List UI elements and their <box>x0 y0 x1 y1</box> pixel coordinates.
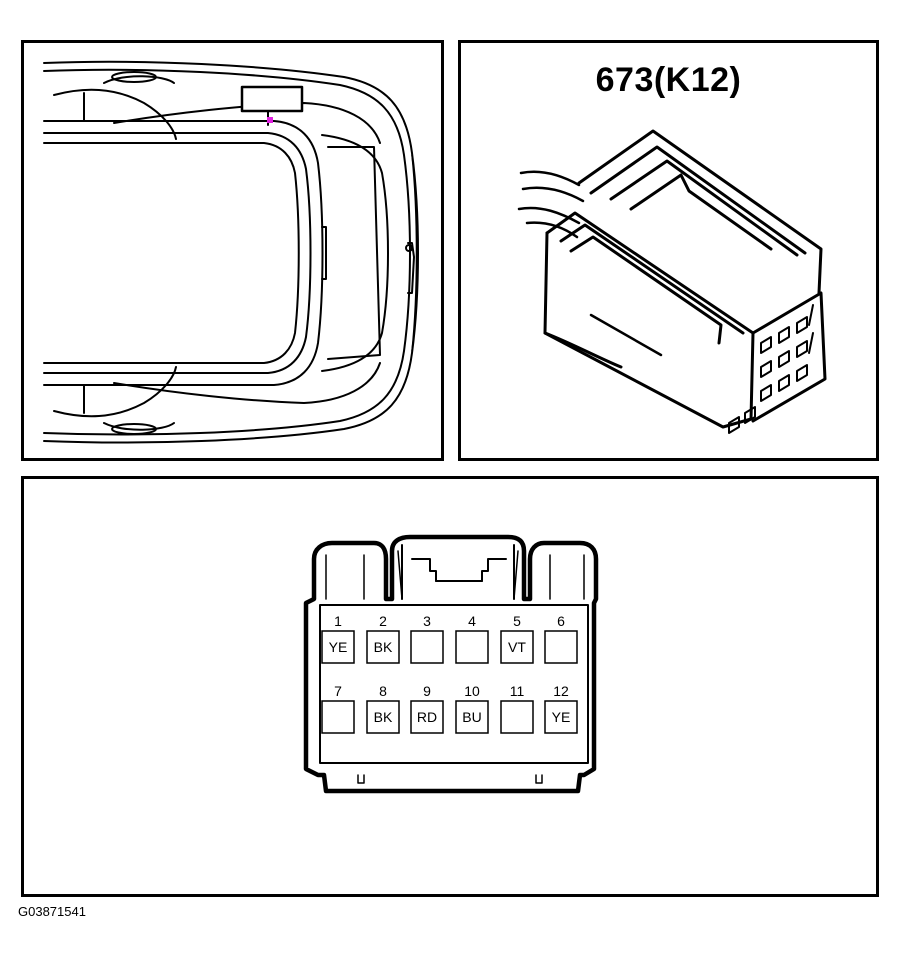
pin-cavity-7 <box>321 700 355 734</box>
pin-cavity-5 <box>500 630 534 664</box>
pin-cavity-4 <box>455 630 489 664</box>
pin-color-code-1: YE <box>329 639 348 655</box>
pin-cavity-8 <box>366 700 400 734</box>
pin-color-code-12: YE <box>552 709 571 725</box>
pin-cavity-10 <box>455 700 489 734</box>
pin-color-code-10: BU <box>462 709 481 725</box>
vehicle-location-panel <box>21 40 444 461</box>
pin-number-9: 9 <box>423 683 431 699</box>
pin-number-1: 1 <box>334 613 342 629</box>
pin-cavity-9 <box>410 700 444 734</box>
pin-cavity-12 <box>544 700 578 734</box>
vehicle-top-view-drawing <box>43 60 419 444</box>
pin-number-2: 2 <box>379 613 387 629</box>
pin-color-code-2: BK <box>374 639 393 655</box>
pin-number-8: 8 <box>379 683 387 699</box>
connector-view-panel: 673(K12) <box>458 40 879 461</box>
pin-color-code-9: RD <box>417 709 437 725</box>
connector-title: 673(K12) <box>595 61 742 99</box>
pin-cavity-3 <box>410 630 444 664</box>
pin-number-7: 7 <box>334 683 342 699</box>
pin-number-3: 3 <box>423 613 431 629</box>
pin-cavity-11 <box>500 700 534 734</box>
pin-color-code-5: VT <box>508 639 526 655</box>
connector-3d-drawing <box>517 129 827 434</box>
pin-color-code-8: BK <box>374 709 393 725</box>
pin-cavity-2 <box>366 630 400 664</box>
pin-cavity-1 <box>321 630 355 664</box>
pin-number-10: 10 <box>464 683 480 699</box>
location-marker <box>267 117 273 123</box>
figure-code: G03871541 <box>18 904 86 919</box>
pin-number-11: 11 <box>510 683 525 699</box>
pin-number-6: 6 <box>557 613 565 629</box>
pin-cavity-6 <box>544 630 578 664</box>
pin-number-5: 5 <box>513 613 521 629</box>
pin-number-12: 12 <box>553 683 569 699</box>
pin-number-4: 4 <box>468 613 476 629</box>
